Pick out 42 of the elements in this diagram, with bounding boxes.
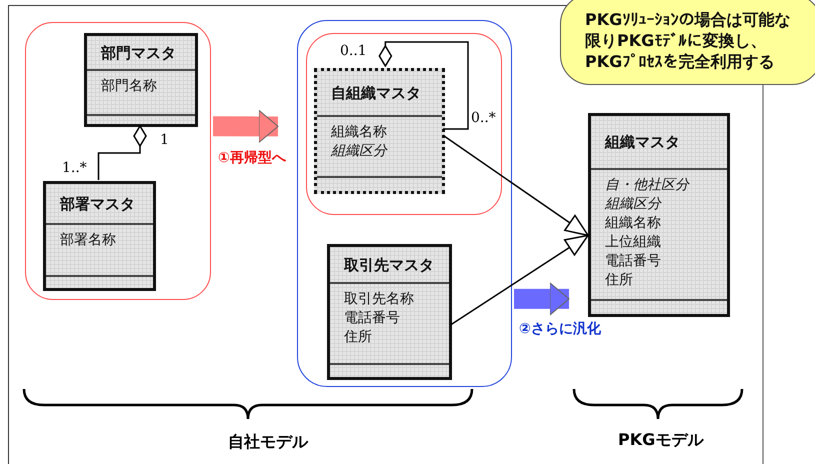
attribute-text: 住所 <box>605 271 633 290</box>
connector-line <box>450 234 589 326</box>
block-arrow <box>212 110 278 143</box>
edge-label: ②さらに汎化 <box>518 320 602 338</box>
multiplicity-label: 1..* <box>62 160 87 176</box>
attribute-text: 組織名称 <box>331 123 387 142</box>
group-outline <box>306 33 502 215</box>
attribute-text: 組織区分 <box>331 142 387 161</box>
attribute-text: 上位組織 <box>605 233 661 252</box>
connector-line <box>378 41 469 130</box>
class-box <box>43 181 156 291</box>
attribute-text: 部署名称 <box>60 231 116 250</box>
class-name: 自組織マスタ <box>331 84 421 103</box>
attribute-text: 電話番号 <box>605 252 661 271</box>
attribute-text: 自・他社区分 <box>605 176 689 195</box>
multiplicity-label: 1 <box>160 132 169 148</box>
class-box <box>588 113 730 317</box>
group-outline <box>25 22 211 300</box>
block-arrow <box>514 282 570 316</box>
attribute-text: 組織名称 <box>605 214 661 233</box>
attribute-text: 住所 <box>344 328 372 347</box>
class-name: 部署マスタ <box>60 194 135 214</box>
callout-text: PKGｿﾘｭｰｼｮﾝの場合は可能な限りPKGﾓﾃﾞﾙに変換し、PKGﾌﾟﾛｾｽを完全利用する <box>585 9 792 72</box>
attribute-text: 部門名称 <box>101 77 157 96</box>
class-box <box>84 33 198 127</box>
group-outline <box>297 20 512 387</box>
class-box <box>314 68 445 194</box>
class-name: 部門マスタ <box>101 44 176 62</box>
connector-line <box>442 134 589 236</box>
class-name: 取引先マスタ <box>344 256 434 274</box>
multiplicity-label: 0..1 <box>340 43 367 59</box>
group-label: 自社モデル <box>228 432 308 453</box>
class-name: 組織マスタ <box>605 133 680 152</box>
class-box <box>327 244 452 380</box>
group-label: PKGモデル <box>618 430 704 451</box>
attribute-text: 組織区分 <box>605 195 661 214</box>
attribute-text: 電話番号 <box>344 309 400 328</box>
multiplicity-label: 0..* <box>471 110 496 126</box>
attribute-text: 取引先名称 <box>344 290 414 309</box>
callout-box <box>560 0 815 85</box>
connector-line <box>98 125 147 180</box>
edge-label: ①再帰型へ <box>217 149 287 167</box>
